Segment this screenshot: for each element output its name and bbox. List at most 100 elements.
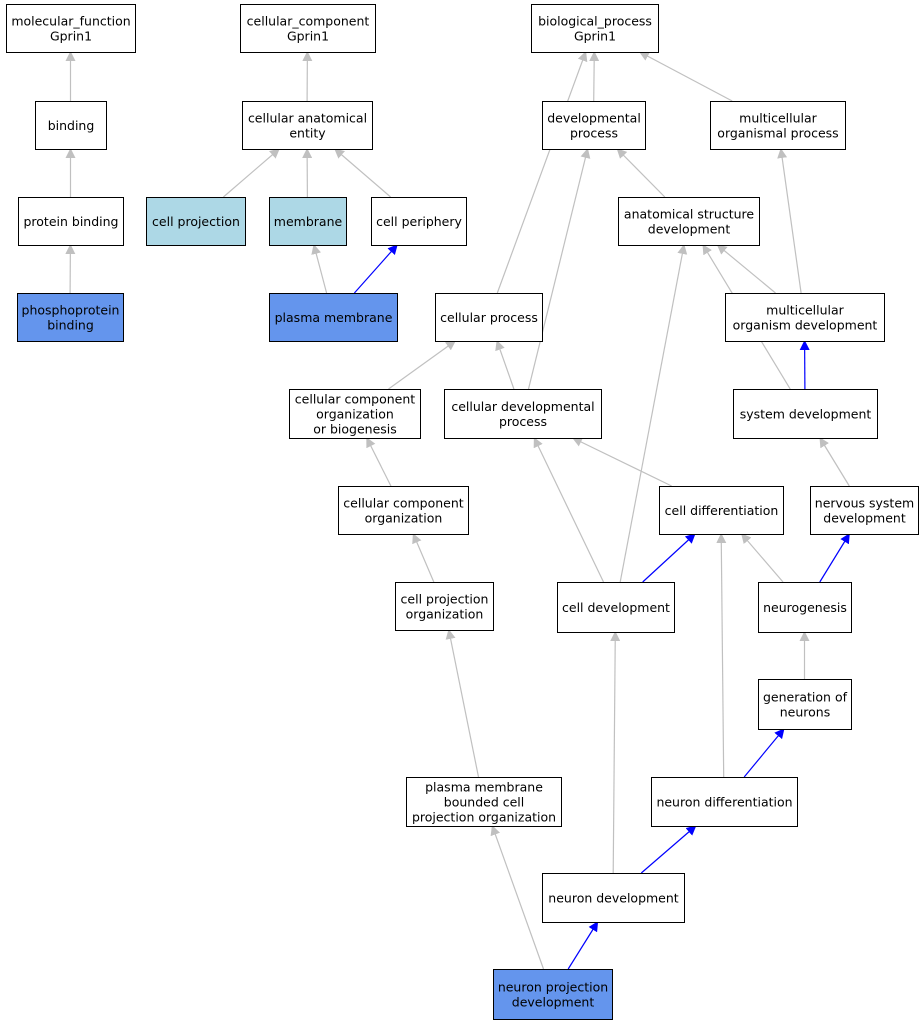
node-box xyxy=(733,389,878,439)
edge-line xyxy=(495,340,515,390)
edge-celld-to-cdp xyxy=(533,437,605,583)
node-label-line: membrane xyxy=(274,214,343,229)
edge-line xyxy=(716,533,727,778)
edge-line xyxy=(640,825,697,874)
node-label-line: cell projection xyxy=(152,214,240,229)
edge-line xyxy=(741,533,784,583)
node-box xyxy=(810,486,919,535)
edge-line xyxy=(388,340,457,390)
node-label-line: development xyxy=(512,995,595,1010)
node-box xyxy=(758,679,852,730)
go-term-node-celld: cell development xyxy=(557,582,675,633)
edge-mcod-to-mcop xyxy=(777,148,802,294)
node-label-line: cell projection xyxy=(401,592,489,607)
node-label-line: cell periphery xyxy=(376,214,462,229)
node-label-line: phosphoprotein xyxy=(22,303,120,318)
node-label-line: multicellular xyxy=(766,303,845,318)
node-label-line: development xyxy=(648,222,731,237)
edge-celld-to-cdiff xyxy=(642,533,696,583)
node-label-line: neuron differentiation xyxy=(656,795,792,810)
node-label-line: neuron development xyxy=(548,891,679,906)
node-label-line: or biogenesis xyxy=(313,422,397,437)
edge-line xyxy=(610,631,621,874)
node-label-line: biological_process xyxy=(538,14,652,29)
edge-cco-to-ccob xyxy=(366,437,392,487)
node-label-line: cellular anatomical xyxy=(248,111,367,126)
edge-line xyxy=(716,244,776,294)
node-label-line: binding xyxy=(47,318,94,333)
node-label-line: development xyxy=(823,511,906,526)
node-box xyxy=(35,101,107,150)
edge-neurog-to-cdiff xyxy=(741,533,784,583)
node-label-line: organism development xyxy=(733,318,878,333)
node-label-line: bounded cell xyxy=(444,795,524,810)
go-term-node-pb: protein binding xyxy=(18,197,124,246)
node-label-line: system development xyxy=(740,407,872,422)
node-label-line: neuron projection xyxy=(498,980,608,995)
node-box xyxy=(542,101,646,150)
node-label-line: protein binding xyxy=(23,214,118,229)
node-box xyxy=(618,197,760,246)
node-label-line: Gprin1 xyxy=(287,29,329,44)
edge-line xyxy=(642,533,696,583)
edge-nsd-to-sysd xyxy=(819,437,850,487)
edges-layer xyxy=(65,51,850,970)
edge-line xyxy=(334,148,391,198)
edge-npd-to-ndev xyxy=(567,921,599,970)
node-label-line: plasma membrane xyxy=(425,780,543,795)
edge-devp-to-bp xyxy=(589,51,600,102)
go-term-node-neurog: neurogenesis xyxy=(758,582,852,633)
node-label-line: Gprin1 xyxy=(574,29,616,44)
edge-line xyxy=(819,533,850,583)
node-box xyxy=(659,486,784,535)
edge-ndiff-to-cdiff xyxy=(716,533,727,778)
node-label-line: neurogenesis xyxy=(763,600,847,615)
node-label-line: cellular process xyxy=(440,310,538,325)
node-label-line: organization xyxy=(316,407,394,422)
node-label-line: organization xyxy=(406,607,484,622)
go-term-node-cperi: cell periphery xyxy=(371,197,467,246)
node-box xyxy=(146,197,246,246)
node-box xyxy=(444,389,602,439)
node-label-line: Gprin1 xyxy=(50,29,92,44)
node-label-line: developmental xyxy=(547,111,641,126)
go-term-node-cdiff: cell differentiation xyxy=(659,486,784,535)
edge-npd-to-pmbcpo xyxy=(490,825,545,970)
edge-line xyxy=(619,244,688,583)
nodes-layer: molecular_functionGprin1cellular_compone… xyxy=(6,4,919,1020)
go-term-node-sysd: system development xyxy=(733,389,878,439)
node-box xyxy=(371,197,467,246)
edge-celld-to-asd xyxy=(619,244,688,583)
edge-line xyxy=(616,148,666,198)
edge-line xyxy=(223,148,280,198)
node-label-line: process xyxy=(499,414,547,429)
edge-line xyxy=(527,148,591,390)
edge-line xyxy=(353,244,398,294)
node-label-line: binding xyxy=(48,118,95,133)
node-box xyxy=(269,293,398,342)
node-box xyxy=(269,197,347,246)
edge-cperi-to-cae xyxy=(334,148,391,198)
node-label-line: neurons xyxy=(780,705,830,720)
edge-ndev-to-ndiff xyxy=(640,825,697,874)
edge-asd-to-devp xyxy=(616,148,666,198)
edge-pm-to-cperi xyxy=(353,244,398,294)
node-box xyxy=(557,582,675,633)
edge-line xyxy=(572,437,672,487)
edge-line xyxy=(445,629,480,778)
node-label-line: cellular developmental xyxy=(451,399,594,414)
edge-line xyxy=(490,825,545,970)
edge-line xyxy=(496,51,588,294)
edge-cpo-to-cco xyxy=(412,533,435,583)
node-label-line: molecular_function xyxy=(11,14,130,29)
node-label-line: cellular component xyxy=(343,496,463,511)
